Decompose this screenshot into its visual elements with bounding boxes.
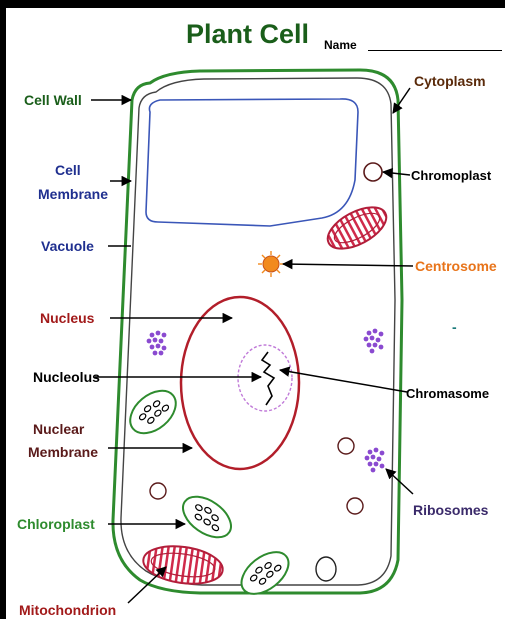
ribosome-cluster <box>364 329 384 354</box>
leader-lines <box>91 88 413 603</box>
nucleus-shape <box>181 297 299 469</box>
label-cell-membrane-line1: Cell <box>55 162 81 178</box>
mitochondrion-shape <box>321 199 393 257</box>
label-ribosomes: Ribosomes <box>413 502 488 518</box>
ribosome-cluster <box>147 331 167 356</box>
label-centrosome: Centrosome <box>415 258 497 274</box>
ribosome-cluster <box>365 448 385 473</box>
label-vacuole: Vacuole <box>41 238 94 254</box>
label-cytoplasm: Cytoplasm <box>414 73 486 89</box>
label-nucleolus: Nucleolus <box>33 369 100 385</box>
vesicle <box>150 483 166 499</box>
page-title: Plant Cell <box>186 18 309 50</box>
vacuole-shape <box>146 99 358 226</box>
stray-mark: - <box>452 319 457 335</box>
label-nucleus: Nucleus <box>40 310 94 326</box>
label-chromoplast: Chromoplast <box>411 168 491 184</box>
label-mitochondrion: Mitochondrion <box>19 602 116 618</box>
chloroplast-shape <box>176 488 239 545</box>
name-label: Name <box>324 38 357 52</box>
label-nuclear-membrane-line2: Membrane <box>28 444 98 460</box>
chromosome-shape <box>262 352 274 405</box>
vesicle <box>338 438 354 454</box>
name-blank-line <box>368 50 502 51</box>
label-cell-wall: Cell Wall <box>24 92 82 108</box>
label-nuclear-membrane-line1: Nuclear <box>33 421 84 437</box>
label-cell-membrane-line2: Membrane <box>38 186 108 202</box>
vesicle <box>316 557 336 581</box>
mitochondrion-shape <box>141 542 225 589</box>
label-chromasome: Chromasome <box>406 386 489 402</box>
label-chloroplast: Chloroplast <box>17 516 95 532</box>
centrosome-shape <box>258 251 284 277</box>
chromoplast-shape <box>364 163 382 181</box>
chloroplast-shape <box>122 382 184 441</box>
vesicle <box>347 498 363 514</box>
